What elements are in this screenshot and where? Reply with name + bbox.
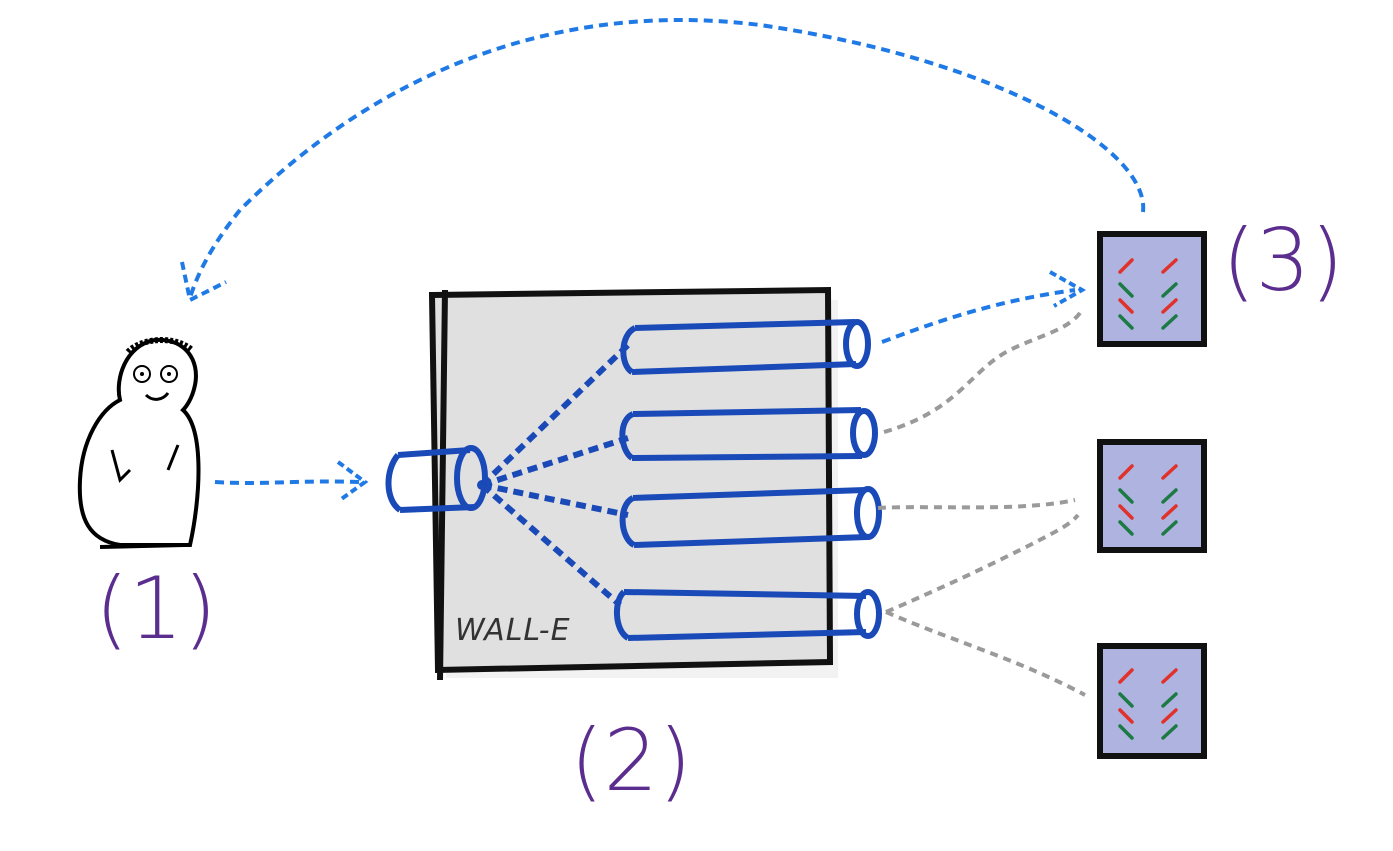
wall-e-text: WALL-E xyxy=(455,613,571,648)
server-panel-icon xyxy=(1097,439,1207,553)
server-panel-icon xyxy=(1097,643,1207,759)
wall-e-box xyxy=(428,286,834,674)
output-pipe-3 xyxy=(619,486,882,548)
output-pipe-1 xyxy=(620,319,871,375)
return-arrow xyxy=(188,18,1146,299)
output-pipe-4 xyxy=(614,589,882,641)
server-panel-icon xyxy=(1097,231,1207,347)
wall-e-label: (2) xyxy=(570,711,692,811)
active-link-arrowhead xyxy=(1049,270,1087,308)
target-label: (3) xyxy=(1222,211,1344,311)
stick-person-icon xyxy=(77,337,201,549)
active-link-arrow xyxy=(881,288,1076,344)
user-to-wall-e-arrow xyxy=(214,479,361,485)
return-arrowhead xyxy=(180,261,227,303)
output-pipe-2 xyxy=(619,407,878,461)
user-to-wall-e-arrowhead xyxy=(336,460,369,502)
user-label: (1) xyxy=(95,559,217,659)
fan-out-links xyxy=(479,342,631,608)
inactive-links xyxy=(877,308,1086,697)
